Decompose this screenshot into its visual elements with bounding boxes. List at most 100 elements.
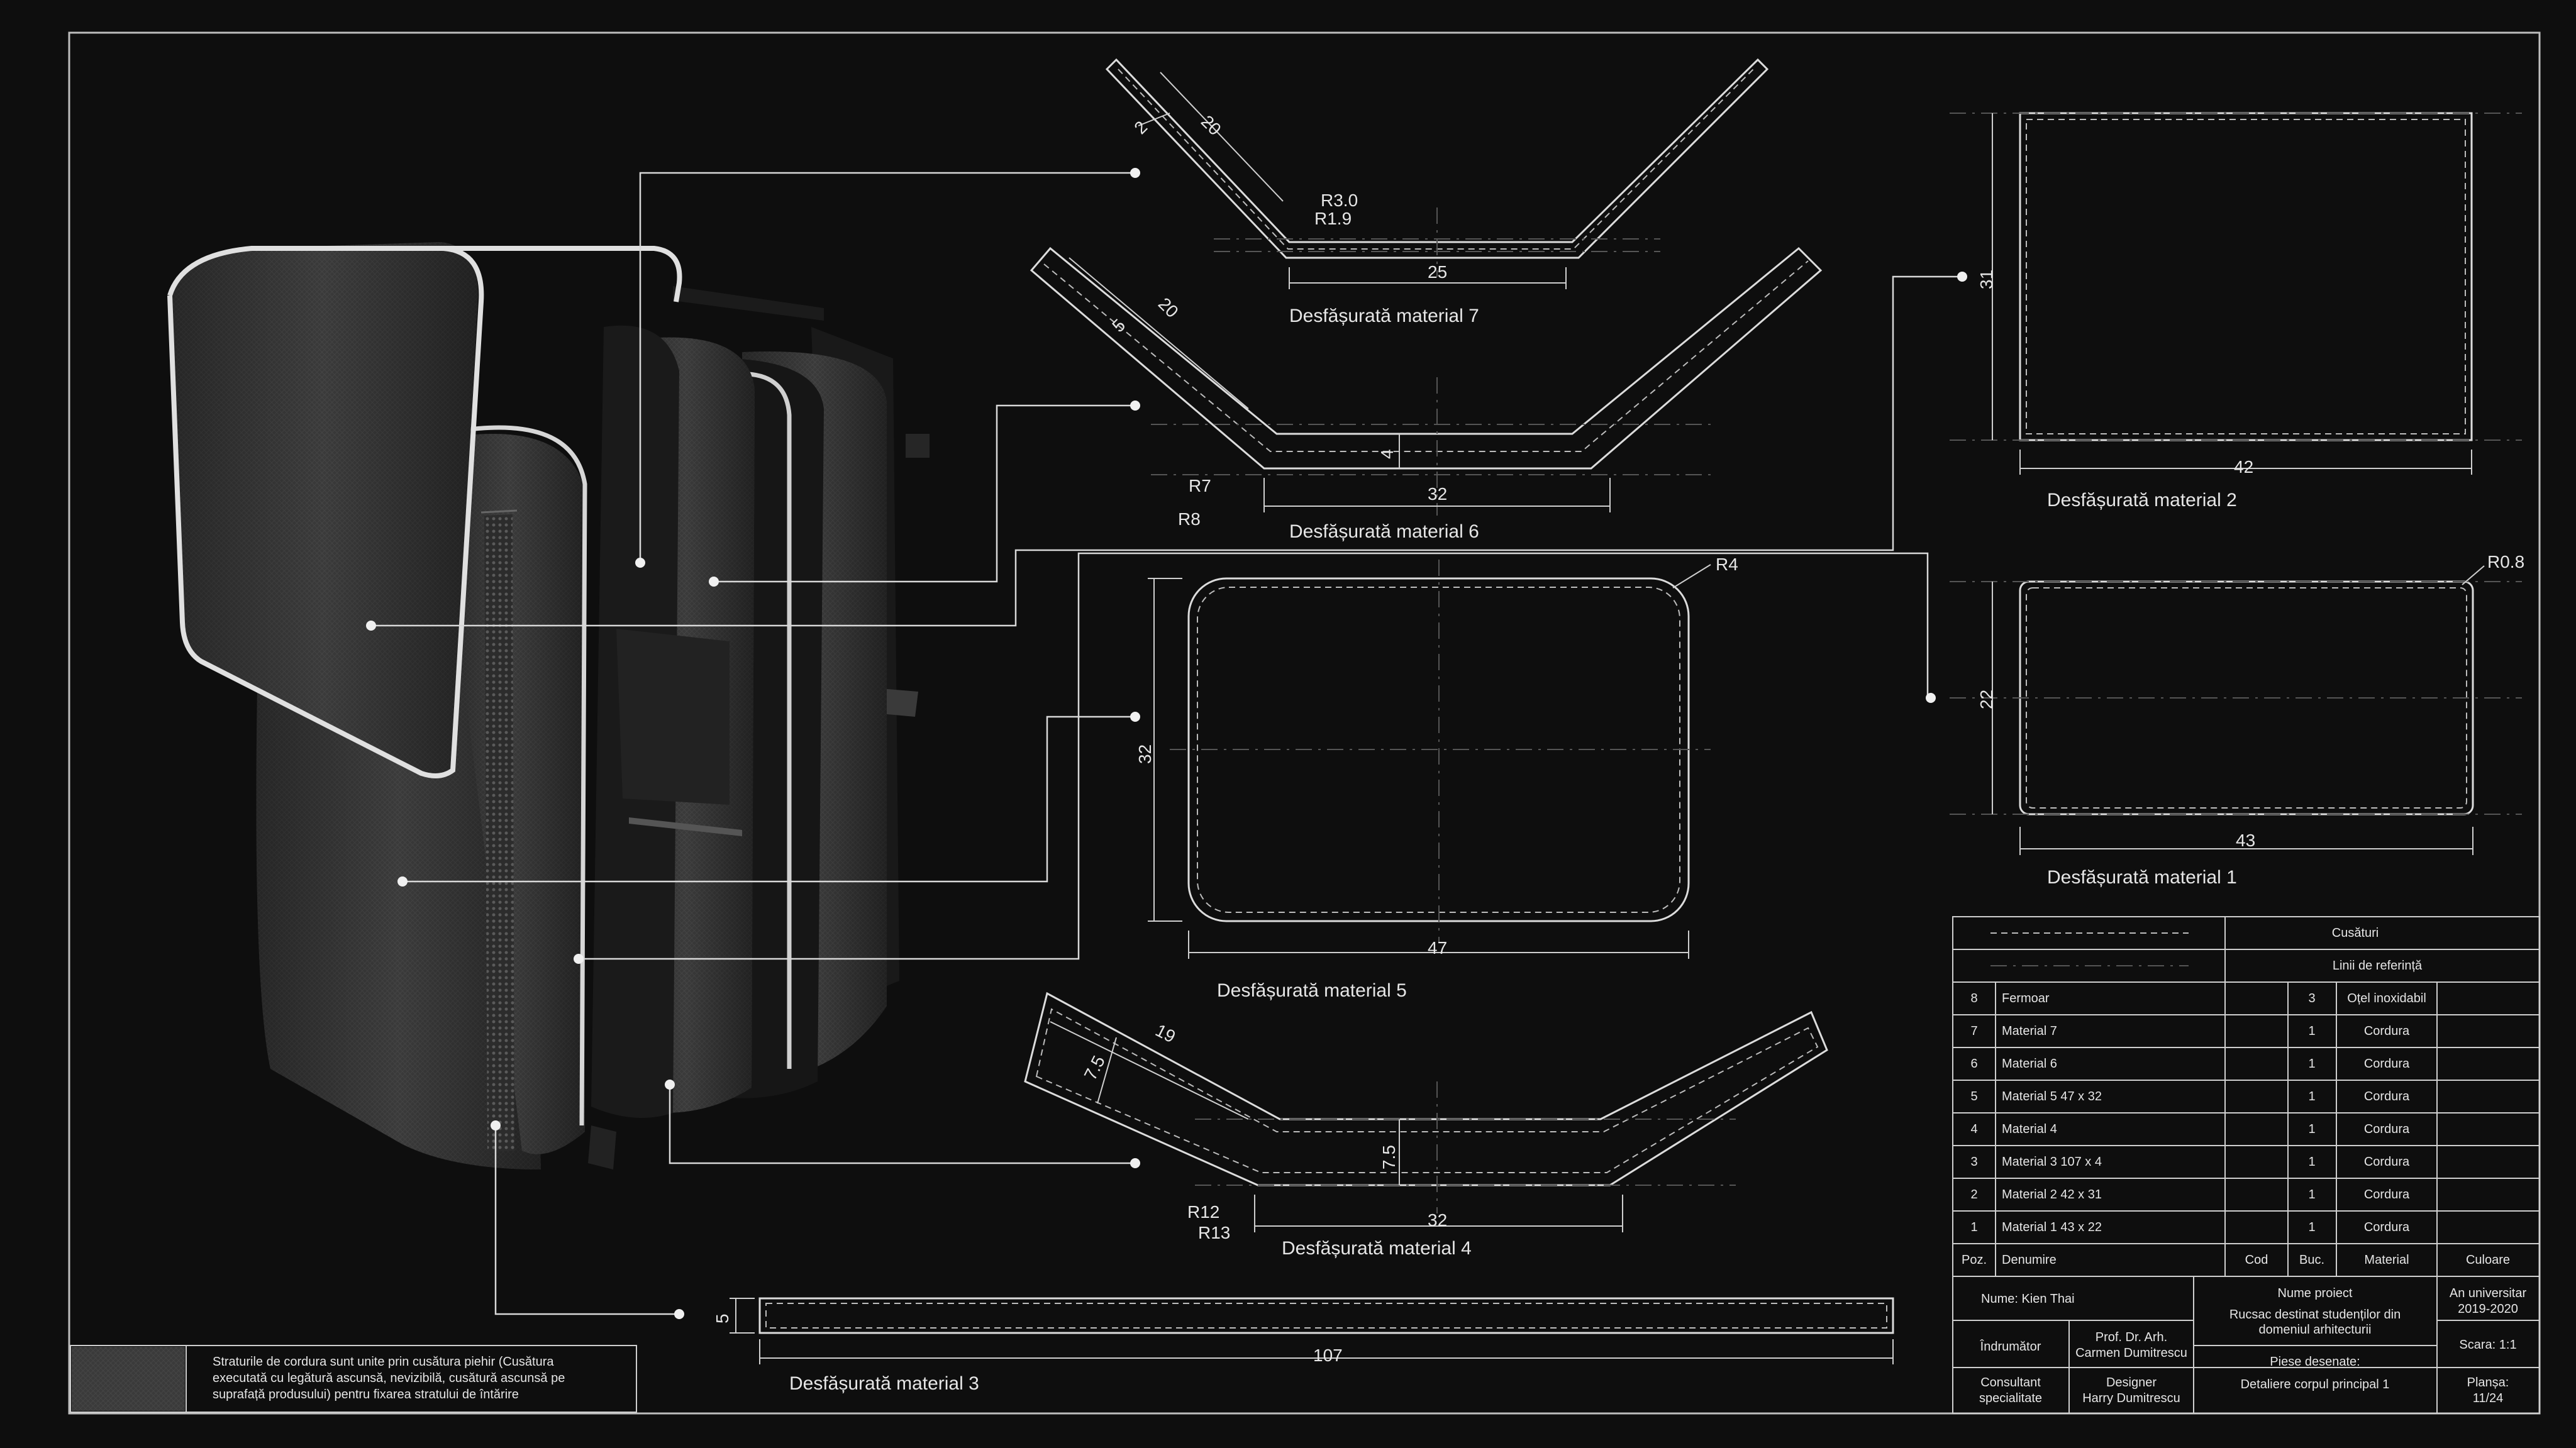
sheet-border [68, 31, 2541, 1415]
m4-radius-outer: R13 [1198, 1223, 1230, 1242]
note-line-3: suprafață produsului) pentru fixarea str… [213, 1388, 519, 1401]
m3-caption: Desfășurată material 3 [789, 1373, 979, 1394]
note-line-2: executată cu legătură ascunsă, nevizibil… [213, 1371, 565, 1385]
svg-text:3: 3 [1970, 1155, 1977, 1169]
svg-text:Cordura: Cordura [2364, 1122, 2410, 1136]
svg-text:Material: Material [2364, 1253, 2409, 1267]
parts-table-grid [1952, 916, 2540, 1414]
svg-text:Prof. Dr. Arh.: Prof. Dr. Arh. [2096, 1330, 2167, 1344]
m3-dim-height: 5 [713, 1313, 732, 1324]
svg-text:specialitate: specialitate [1979, 1391, 2042, 1405]
svg-text:Cod: Cod [2245, 1253, 2268, 1267]
svg-text:Rucsac destinat studenților di: Rucsac destinat studenților din [2229, 1308, 2401, 1322]
svg-text:Carmen Dumitrescu: Carmen Dumitrescu [2075, 1346, 2187, 1360]
svg-text:2: 2 [1970, 1188, 1977, 1202]
svg-text:Îndrumător: Îndrumător [1980, 1339, 2041, 1354]
svg-text:Poz.: Poz. [1962, 1253, 1987, 1267]
svg-text:Material 3 107 x 4: Material 3 107 x 4 [2002, 1155, 2102, 1169]
m6-radius-inner: R7 [1189, 476, 1211, 495]
m2-caption: Desfășurată material 2 [2047, 490, 2237, 511]
m1-caption: Desfășurată material 1 [2047, 867, 2237, 888]
svg-text:Cordura: Cordura [2364, 1220, 2410, 1234]
svg-text:1: 1 [2308, 1090, 2315, 1103]
svg-text:4: 4 [1970, 1122, 1977, 1136]
m5-dim-height: 32 [1135, 744, 1155, 764]
m3-dim-width: 107 [1313, 1346, 1343, 1365]
svg-text:Denumire: Denumire [2002, 1253, 2057, 1267]
svg-text:Planșa:: Planșa: [2467, 1376, 2509, 1390]
svg-text:3: 3 [2308, 992, 2315, 1005]
m4-dim-length: 19 [1152, 1020, 1179, 1047]
svg-text:Material 6: Material 6 [2002, 1057, 2057, 1071]
svg-text:2019-2020: 2019-2020 [2458, 1302, 2518, 1316]
svg-text:Piese desenate:: Piese desenate: [2270, 1355, 2360, 1369]
m7-dim-width: 25 [1428, 262, 1447, 282]
m1-radius: R0.8 [2487, 552, 2524, 572]
m5-dim-width: 47 [1428, 938, 1447, 958]
svg-text:1: 1 [2308, 1188, 2315, 1202]
svg-text:5: 5 [1970, 1090, 1977, 1103]
pattern-material-4 [1024, 992, 1828, 1232]
svg-text:7: 7 [1970, 1024, 1977, 1038]
legend-seams: Cusături [2332, 926, 2379, 940]
pattern-material-5 [1148, 560, 1711, 959]
svg-text:6: 6 [1970, 1057, 1977, 1071]
svg-text:1: 1 [2308, 1155, 2315, 1169]
svg-text:Cordura: Cordura [2364, 1155, 2410, 1169]
m7-radius-outer: R3.0 [1321, 191, 1358, 210]
svg-text:11/24: 11/24 [2473, 1391, 2504, 1405]
svg-text:Nume proiect: Nume proiect [2278, 1286, 2353, 1300]
m6-dim-width: 32 [1428, 484, 1447, 504]
svg-text:Material 1 43 x 22: Material 1 43 x 22 [2002, 1220, 2102, 1234]
svg-text:Buc.: Buc. [2299, 1253, 2324, 1267]
m7-radius-inner: R1.9 [1314, 209, 1352, 228]
pattern-material-6 [1030, 246, 1823, 516]
pattern-material-7 [1105, 58, 1769, 289]
svg-text:domeniul arhitecturii: domeniul arhitecturii [2259, 1323, 2372, 1337]
note-line-1: Straturile de cordura sunt unite prin cu… [213, 1355, 554, 1369]
svg-text:Culoare: Culoare [2466, 1253, 2510, 1267]
m1-dim-width: 43 [2236, 831, 2255, 850]
svg-text:Oțel inoxidabil: Oțel inoxidabil [2347, 992, 2426, 1005]
svg-text:Cordura: Cordura [2364, 1188, 2410, 1202]
m7-dim-thickness: 2 [1130, 117, 1151, 138]
note-box [70, 1345, 637, 1413]
svg-text:Material 4: Material 4 [2002, 1122, 2057, 1136]
svg-text:Harry Dumitrescu: Harry Dumitrescu [2082, 1391, 2180, 1405]
svg-text:Designer: Designer [2106, 1376, 2157, 1390]
svg-text:Material 7: Material 7 [2002, 1024, 2057, 1038]
m7-caption: Desfășurată material 7 [1289, 306, 1479, 326]
parts-rows: 8 Fermoar 3 Oțel inoxidabil 7 Material 7… [1970, 992, 2426, 1234]
svg-text:Cordura: Cordura [2364, 1024, 2410, 1038]
m5-caption: Desfășurată material 5 [1217, 980, 1407, 1001]
svg-text:1: 1 [2308, 1220, 2315, 1234]
pattern-material-3 [730, 1297, 1894, 1364]
m6-radius-outer: R8 [1178, 509, 1201, 529]
m5-radius: R4 [1716, 555, 1738, 574]
svg-text:1: 1 [2308, 1024, 2315, 1038]
svg-text:Consultant: Consultant [1980, 1376, 2041, 1390]
svg-text:Material 5 47 x 32: Material 5 47 x 32 [2002, 1090, 2102, 1103]
leader-dots [366, 168, 1967, 1319]
svg-text:8: 8 [1970, 992, 1977, 1005]
legend-reference: Linii de referință [2333, 959, 2423, 973]
m4-dim-width: 32 [1428, 1210, 1447, 1230]
title-block: Nume: Kien Thai Nume proiect Rucsac dest… [1979, 1286, 2527, 1405]
m2-dim-height: 31 [1977, 270, 1996, 289]
m6-caption: Desfășurată material 6 [1289, 521, 1479, 542]
m6-dim-thickness: 5 [1108, 315, 1129, 336]
m4-radius-inner: R12 [1187, 1202, 1219, 1222]
svg-text:Nume: Kien Thai: Nume: Kien Thai [1981, 1292, 2075, 1306]
backpack-exploded-render [167, 242, 930, 1169]
parts-header: Poz. Denumire Cod Buc. Material Culoare [1962, 1253, 2510, 1267]
svg-text:Material 2 42 x 31: Material 2 42 x 31 [2002, 1188, 2102, 1202]
svg-text:1: 1 [2308, 1122, 2315, 1136]
svg-text:Cordura: Cordura [2364, 1090, 2410, 1103]
m6-dim-height: 4 [1377, 449, 1397, 459]
svg-text:An universitar: An universitar [2450, 1286, 2527, 1300]
svg-text:Fermoar: Fermoar [2002, 992, 2050, 1005]
m4-caption: Desfășurată material 4 [1282, 1238, 1472, 1259]
m6-dim-length: 20 [1155, 294, 1182, 321]
m4-dim-height: 7.5 [1379, 1145, 1399, 1169]
